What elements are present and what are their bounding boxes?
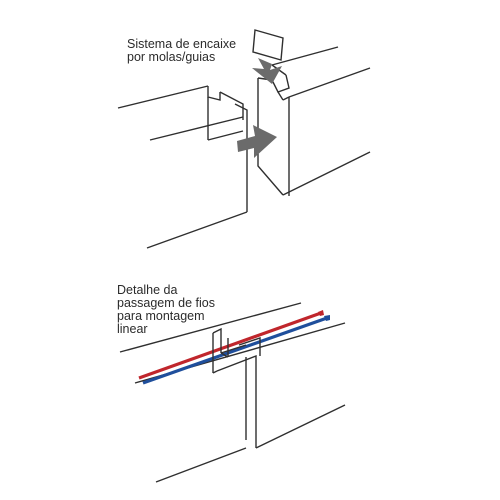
blue-wire: [142, 315, 330, 385]
left-module: [117, 85, 248, 249]
caption-wire-passage-detail: Detalhe da passagem de fios para montage…: [117, 283, 215, 336]
bottom-wire-illustration: [119, 302, 346, 483]
guide-plate: [252, 29, 284, 61]
arrow-down: [252, 58, 282, 84]
joint-post: [212, 327, 261, 448]
arrow-right: [237, 125, 277, 158]
rail-back: [119, 302, 302, 353]
lower-module-right-bottom: [255, 404, 346, 449]
caption-spring-guide-system: Sistema de encaixe por molas/guias: [127, 37, 237, 64]
red-wire: [138, 310, 324, 380]
lower-module-left-bottom: [155, 447, 247, 483]
top-joint-illustration: [117, 29, 371, 249]
